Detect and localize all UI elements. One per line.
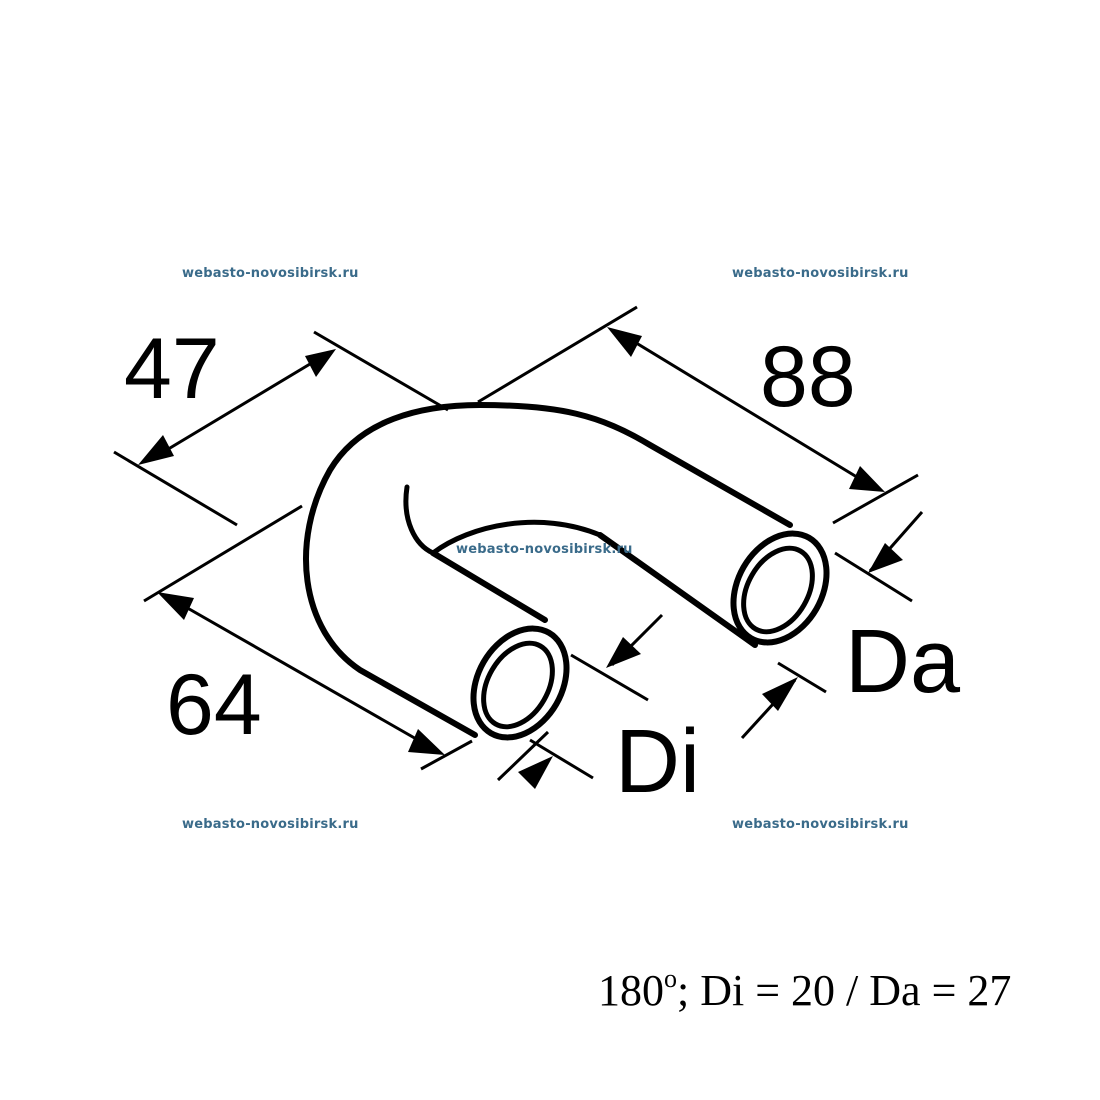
dimension-64-label: 64 [166,657,262,753]
dimension-lines [149,333,924,782]
dimension-47-label: 47 [124,321,220,417]
extension-lines [113,305,919,780]
watermark-top-right: webasto-novosibirsk.ru [732,266,909,281]
dimension-88-label: 88 [760,329,856,425]
watermark-bottom-right: webasto-novosibirsk.ru [732,817,909,832]
hose-body [303,402,830,741]
spec-caption: 180o; Di = 20 / Da = 27 [598,966,1011,1013]
degree-mark: o [664,964,677,993]
watermark-bottom-left: webasto-novosibirsk.ru [182,817,359,832]
diameter-spec: ; Di = 20 / Da = 27 [677,966,1012,1015]
inner-diameter-label: Di [615,712,700,812]
watermark-center: webasto-novosibirsk.ru [456,542,633,557]
bend-angle: 180 [598,966,664,1015]
outer-diameter-label: Da [845,612,961,712]
watermark-top-left: webasto-novosibirsk.ru [182,266,359,281]
arrowheads [138,327,903,789]
